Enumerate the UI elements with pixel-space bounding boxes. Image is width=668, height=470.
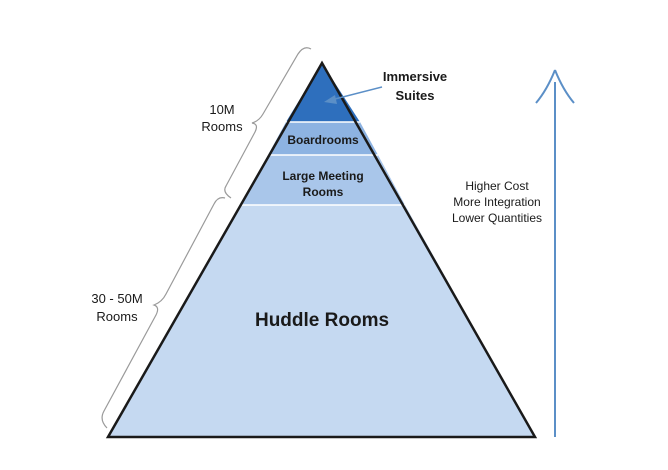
trend-arrow — [535, 69, 575, 437]
upper-bracket-label-line1: 10M — [209, 102, 234, 117]
bracket-upper — [224, 47, 312, 199]
immersive-pointer-arrow — [324, 86, 383, 104]
large-meeting-label-line2: Rooms — [303, 185, 344, 199]
tier-large-meeting-rooms — [242, 155, 405, 205]
immersive-label-line2: Suites — [395, 88, 434, 103]
immersive-label-line1: Immersive — [383, 69, 447, 84]
huddle-rooms-label: Huddle Rooms — [255, 310, 389, 331]
pyramid-outline — [105, 60, 538, 439]
large-meeting-label-line1: Large Meeting — [282, 169, 363, 183]
tier-immersive-suites — [286, 63, 360, 122]
lower-bracket-label-line2: Rooms — [96, 309, 138, 324]
trend-label-line1: Higher Cost — [465, 179, 529, 193]
lower-bracket-label-line1: 30 - 50M — [91, 291, 142, 306]
boardrooms-label: Boardrooms — [287, 133, 359, 147]
tier-separators — [242, 121, 405, 206]
trend-label-line3: Lower Quantities — [452, 211, 542, 225]
tier-huddle-rooms — [108, 205, 535, 437]
tier-boardrooms — [268, 122, 378, 155]
upper-bracket-label-line2: Rooms — [201, 119, 243, 134]
bracket-lower — [101, 197, 226, 429]
trend-label-line2: More Integration — [453, 195, 540, 209]
